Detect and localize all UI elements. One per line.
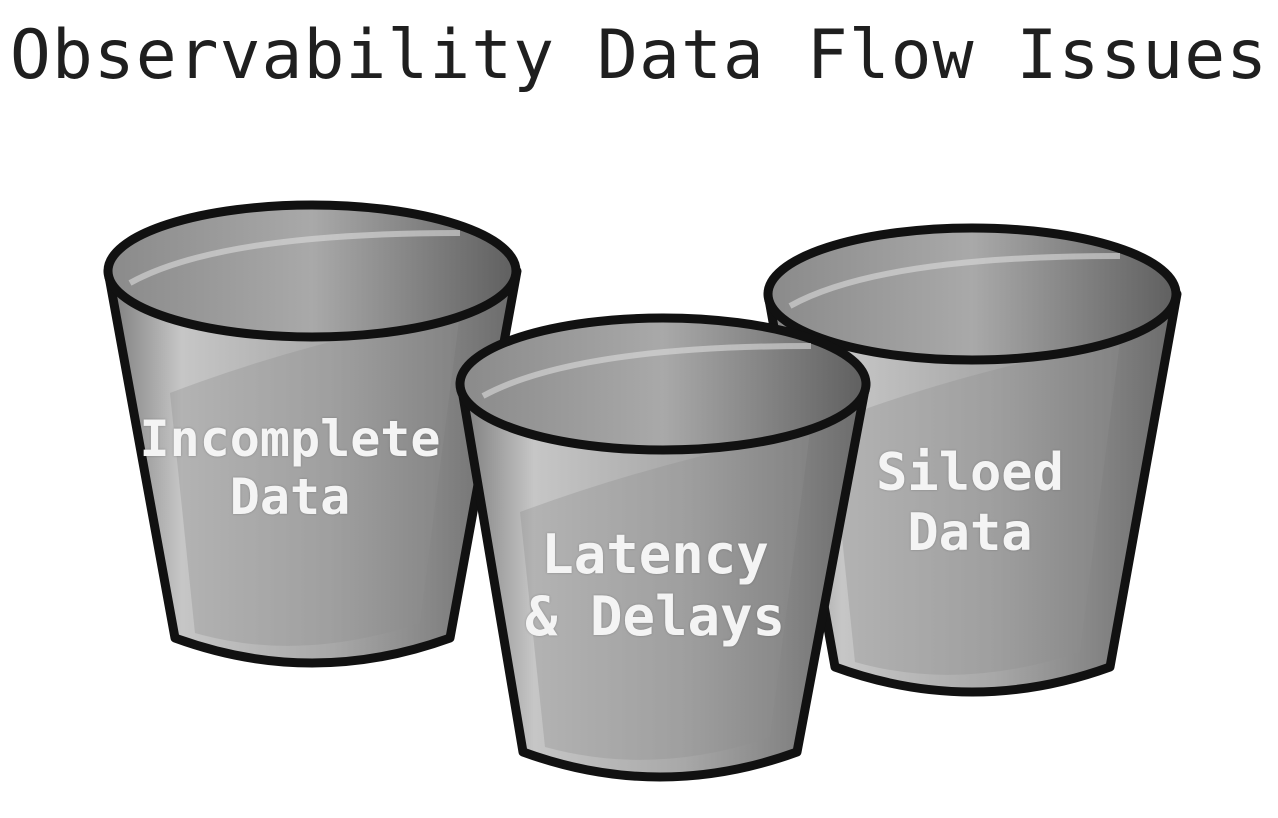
bucket-icon — [455, 313, 871, 782]
bucket-label-incomplete-data: Incomplete Data — [139, 410, 441, 526]
page-title: Observability Data Flow Issues — [9, 16, 1269, 95]
bucket-latency-delays: Latency & Delays — [455, 312, 880, 797]
bucket-siloed-data: Siloed Data — [760, 222, 1185, 707]
bucket-icon — [103, 200, 522, 668]
bucket-label-latency-delays: Latency & Delays — [524, 523, 786, 649]
bucket-label-siloed-data: Siloed Data — [876, 443, 1064, 563]
bucket-incomplete-data: Incomplete Data — [100, 193, 525, 678]
bucket-icon — [763, 223, 1182, 697]
